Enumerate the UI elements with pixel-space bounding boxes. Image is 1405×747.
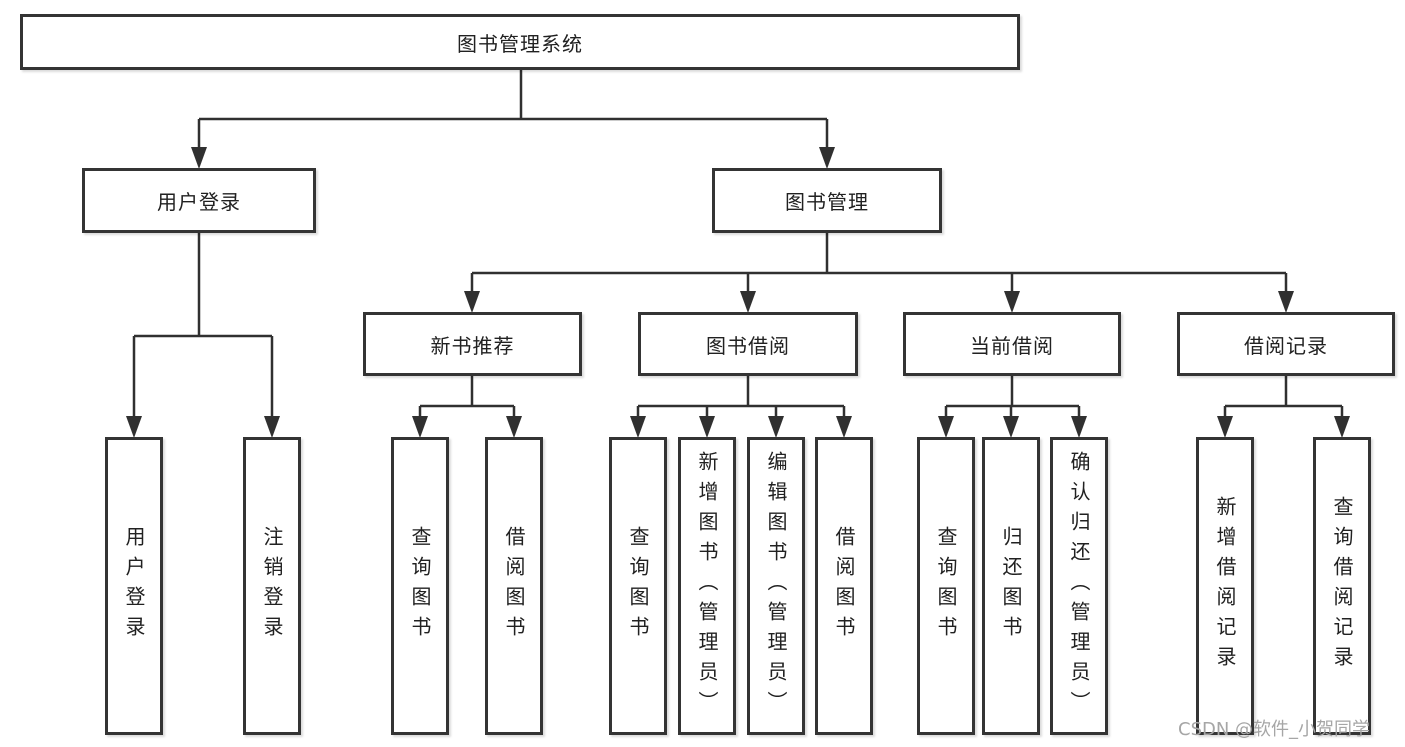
leaf-user-login: 用户登录 [105, 437, 163, 735]
leaf-records-query-record: 查询借阅记录 [1313, 437, 1371, 735]
node-user-login-label: 用户登录 [157, 190, 241, 214]
leaf-user-login-label: 用户登录 [122, 526, 146, 646]
node-book-management: 图书管理 [712, 168, 942, 233]
node-book-borrowing: 图书借阅 [638, 312, 858, 376]
leaf-borrow-query-books: 查询图书 [609, 437, 667, 735]
node-root-label: 图书管理系统 [457, 31, 583, 56]
leaf-current-confirm-return-admin: 确认归还（管理员） [1050, 437, 1108, 735]
leaf-current-query-books-label: 查询图书 [934, 526, 958, 646]
leaf-borrow-borrow-books-label: 借阅图书 [832, 526, 856, 646]
leaf-records-add-record: 新增借阅记录 [1196, 437, 1254, 735]
leaf-logout-label: 注销登录 [260, 526, 284, 646]
node-book-borrowing-label: 图书借阅 [706, 333, 790, 358]
leaf-records-add-record-label: 新增借阅记录 [1213, 496, 1237, 676]
node-borrowing-records-label: 借阅记录 [1244, 333, 1328, 358]
leaf-borrow-edit-books-admin: 编辑图书（管理员） [747, 437, 805, 735]
csdn-watermark: CSDN @软件_小贺同学 [1178, 719, 1371, 740]
node-user-login: 用户登录 [82, 168, 316, 233]
leaf-current-return-books: 归还图书 [982, 437, 1040, 735]
leaf-recommend-query-books-label: 查询图书 [408, 526, 432, 646]
leaf-borrow-query-books-label: 查询图书 [626, 526, 650, 646]
leaf-borrow-add-books-admin: 新增图书（管理员） [678, 437, 736, 735]
leaf-recommend-query-books: 查询图书 [391, 437, 449, 735]
leaf-borrow-edit-books-admin-label: 编辑图书（管理员） [764, 451, 788, 721]
leaf-records-query-record-label: 查询借阅记录 [1330, 496, 1354, 676]
leaf-current-confirm-return-admin-label: 确认归还（管理员） [1067, 451, 1091, 721]
node-new-book-recommendation: 新书推荐 [363, 312, 582, 376]
node-book-management-label: 图书管理 [785, 190, 869, 214]
node-current-borrowing-label: 当前借阅 [970, 333, 1054, 358]
leaf-logout: 注销登录 [243, 437, 301, 735]
leaf-current-return-books-label: 归还图书 [999, 526, 1023, 646]
node-root-system: 图书管理系统 [20, 14, 1020, 70]
leaf-borrow-add-books-admin-label: 新增图书（管理员） [695, 451, 719, 721]
leaf-recommend-borrow-books: 借阅图书 [485, 437, 543, 735]
leaf-borrow-borrow-books: 借阅图书 [815, 437, 873, 735]
arrowheads [126, 147, 1350, 438]
node-borrowing-records: 借阅记录 [1177, 312, 1395, 376]
leaf-recommend-borrow-books-label: 借阅图书 [502, 526, 526, 646]
node-current-borrowing: 当前借阅 [903, 312, 1121, 376]
leaf-current-query-books: 查询图书 [917, 437, 975, 735]
node-new-book-recommendation-label: 新书推荐 [430, 333, 515, 358]
